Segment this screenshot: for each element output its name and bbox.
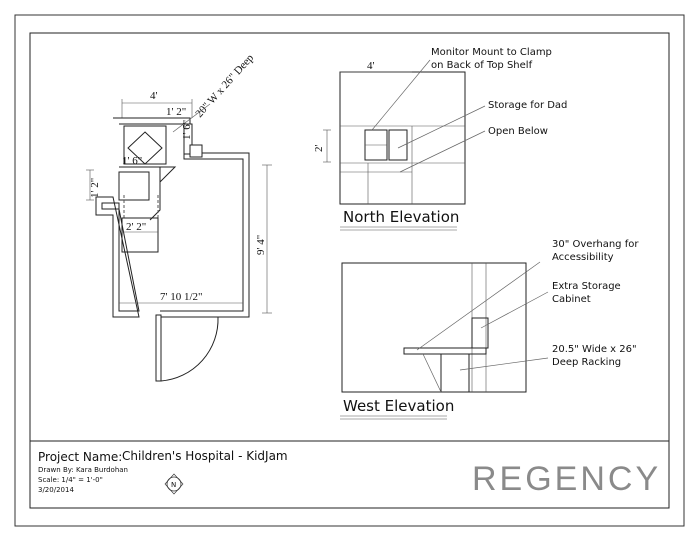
dim-left-depth: 1' 2" [89, 178, 101, 198]
west-elevation: 30" Overhang for Accessibility Extra Sto… [340, 239, 639, 420]
north-dim-height: 2' [313, 145, 325, 153]
north-dim-width: 4' [367, 60, 375, 72]
regency-logo: REGENCY [472, 460, 661, 498]
dim-right-depth: 1' 6" [181, 120, 193, 140]
room-wall-outer [95, 117, 250, 318]
shelf [121, 217, 159, 253]
dim-room-width: 7' 10 1/2" [160, 291, 203, 303]
dim-height: 9' 4" [255, 235, 267, 255]
corner-storage-diag [127, 131, 163, 165]
drawn-by: Drawn By: Kara Burdohan [38, 466, 128, 474]
north-elevation: 4' 2' Monitor Mount to Clamp on Back of … [313, 47, 567, 231]
north-symbol-label: N [171, 481, 176, 489]
date: 3/20/2014 [38, 486, 74, 494]
north-note-storage: Storage for Dad [488, 100, 567, 111]
counter [119, 166, 177, 221]
west-note-racking-1: 20.5" Wide x 26" [552, 344, 637, 355]
project-label: Project Name: [38, 450, 122, 464]
dim-total-width: 4' [150, 90, 158, 102]
north-note-monitor-1: Monitor Mount to Clamp [431, 47, 552, 58]
north-note-monitor-2: on Back of Top Shelf [431, 60, 533, 71]
west-note-racking-2: Deep Racking [552, 357, 621, 368]
project-name: Children's Hospital - KidJam [122, 449, 288, 463]
title-block: Project Name: Children's Hospital - KidJ… [38, 449, 661, 498]
west-elevation-title: West Elevation [343, 397, 454, 415]
west-note-overhang-1: 30" Overhang for [552, 239, 639, 250]
floor-plan: 4' 1' 2" 20" W x 26" Deep 1' 6" 1' 6" 1'… [86, 52, 272, 382]
north-note-open: Open Below [488, 126, 548, 137]
inner-frame [29, 32, 670, 509]
room-wall-inner [101, 123, 244, 312]
outer-frame [14, 14, 685, 527]
dim-shelf: 2' 2" [126, 221, 146, 233]
west-note-cabinet-2: Cabinet [552, 294, 591, 305]
scale: Scale: 1/4" = 1'-0" [38, 476, 103, 484]
dim-counter: 1' 6" [122, 155, 142, 167]
dim-inner-width: 1' 2" [166, 106, 186, 118]
north-elevation-title: North Elevation [343, 208, 459, 226]
west-note-cabinet-1: Extra Storage [552, 281, 621, 292]
north-arrow-icon: N [164, 473, 184, 495]
west-note-overhang-2: Accessibility [552, 252, 614, 263]
door-swing [160, 316, 219, 382]
